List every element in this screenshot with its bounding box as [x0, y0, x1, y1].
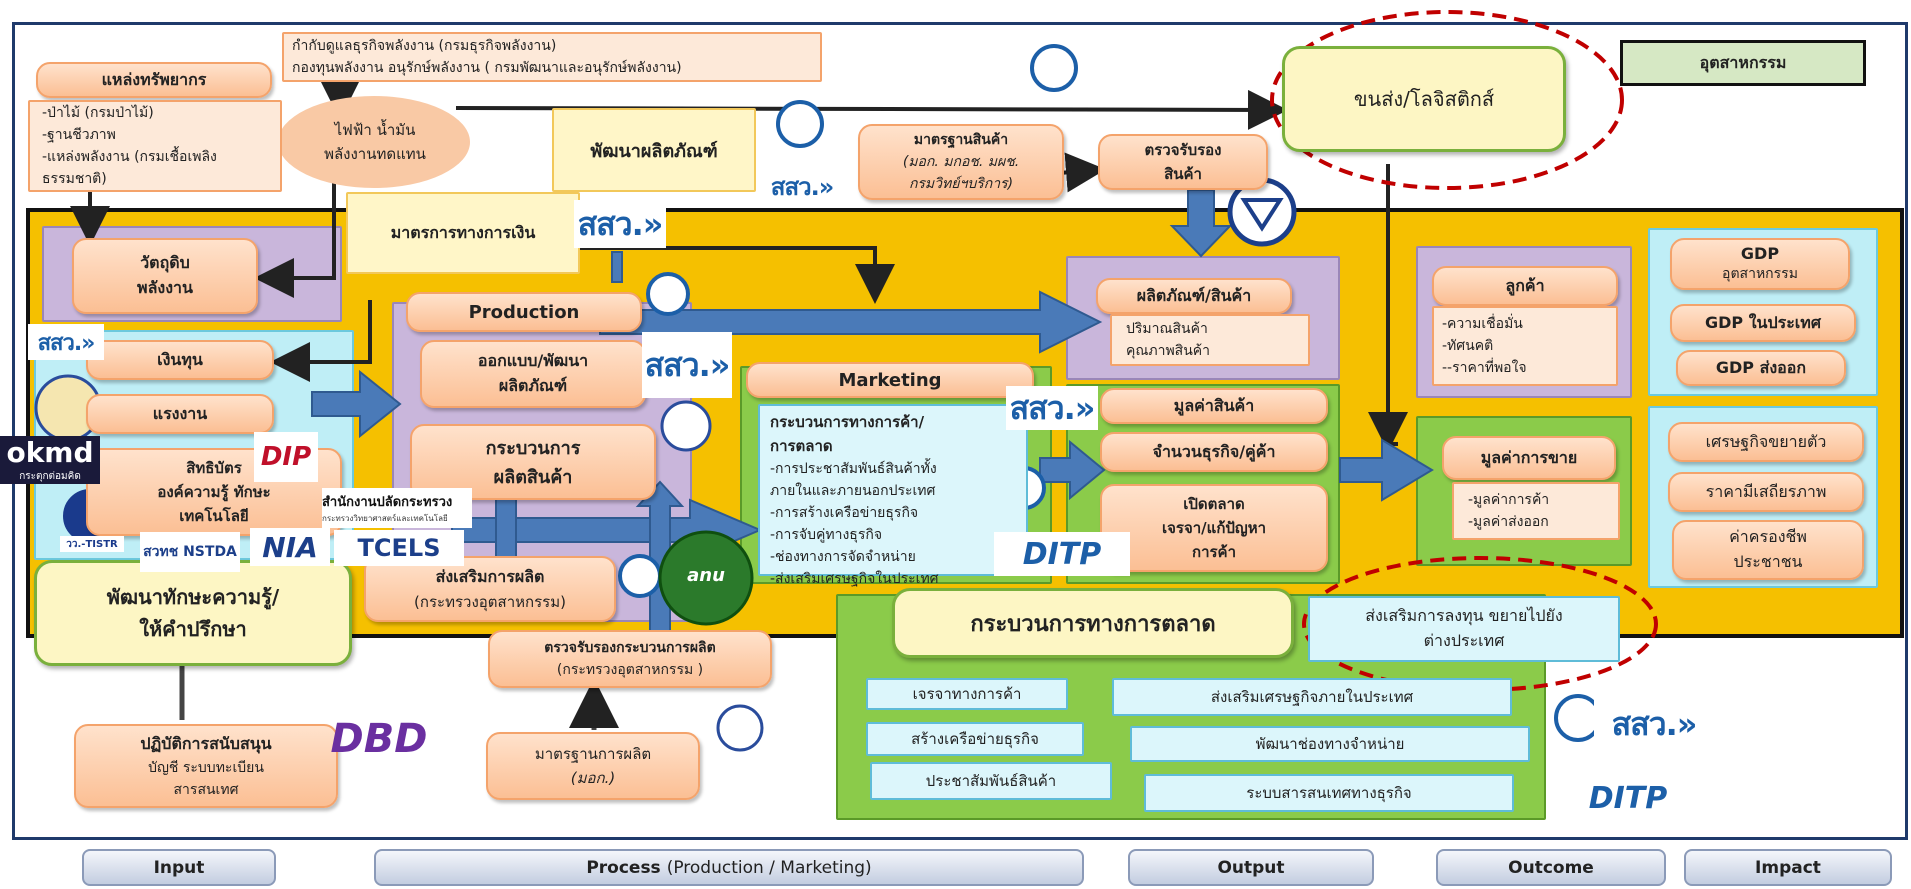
product-standards: มาตรฐานสินค้า (มอก. มกอช. มผช. กรมวิทย์ฯ…	[858, 124, 1064, 200]
ministry-emblem-2	[776, 100, 824, 148]
ditp-logo: DITP	[1588, 780, 1668, 816]
input-button[interactable]: Input	[82, 849, 276, 886]
product-dev: พัฒนาผลิตภัณฑ์	[552, 108, 756, 192]
mkt-info: ระบบสารสนเทศทางธุรกิจ	[1144, 774, 1514, 812]
marketing-details: กระบวนการทางการค้า/ การตลาด -การประชาสัม…	[758, 404, 1028, 587]
stsv-logo: สสว.»	[28, 324, 104, 360]
labor: แรงงาน	[86, 394, 274, 434]
energy-agency: กำกับดูแลธุรกิจพลังงาน (กรมธุรกิจพลังงาน…	[282, 32, 822, 82]
stsv-logo: สสว.»	[1006, 386, 1098, 430]
customer-details: -ความเชื่อมั่น -ทัศนคติ --ราคาที่พอใจ	[1432, 306, 1618, 386]
mkt-channel: พัฒนาช่องทางจำหน่าย	[1130, 726, 1530, 762]
cost-of-living: ค่าครองชีพ ประชาชน	[1672, 520, 1864, 580]
arrow-input-production	[311, 369, 402, 439]
connector-finance-marketing	[580, 246, 895, 304]
industry-label: อุตสาหกรรม	[1620, 40, 1866, 86]
mkt-pr: ประชาสัมพันธ์สินค้า	[870, 762, 1112, 800]
energy-ellipse	[278, 96, 470, 188]
nstda-logo: สวทช NSTDA	[140, 532, 240, 572]
business-count: จำนวนธุรกิจ/คู่ค้า	[1100, 432, 1328, 472]
industry-seal-2	[716, 704, 764, 752]
ministry-emblem-1	[1030, 44, 1078, 92]
connector-energy-raw	[254, 180, 336, 298]
economy-growth: เศรษฐกิจขยายตัว	[1668, 422, 1864, 462]
anu-logo-circle	[658, 530, 754, 626]
ministry-emblem-3	[646, 272, 690, 316]
marketing-process-title: กระบวนการทางการตลาด	[892, 588, 1294, 658]
okmd-logo: okmd กระตุกต่อมคิด	[0, 436, 100, 484]
arrow-up-prodcert	[635, 480, 685, 641]
production-process: กระบวนการ ผลิตสินค้า	[410, 424, 656, 500]
design-develop: ออกแบบ/พัฒนา ผลิตภัณฑ์	[420, 340, 646, 408]
gdp-industry: GDP อุตสาหกรรม	[1670, 238, 1850, 290]
tistr-logo: วว.-TISTR	[60, 536, 124, 552]
marketing-title: Marketing	[746, 362, 1034, 398]
dip-logo: DIP	[254, 432, 318, 482]
price-stability: ราคามีเสถียรภาพ	[1668, 472, 1864, 512]
raw-material: วัตถุดิบ พลังงาน	[72, 238, 258, 314]
output-button[interactable]: Output	[1128, 849, 1374, 886]
mkt-network: สร้างเครือข่ายธุรกิจ	[866, 722, 1084, 756]
ministry-emblem-5	[618, 554, 662, 598]
arrow-output-outcome	[1339, 438, 1434, 502]
impact-button[interactable]: Impact	[1684, 849, 1892, 886]
stsv-logo: สสว.»	[764, 166, 840, 206]
skills-consulting: พัฒนาทักษะความรู้/ ให้คำปรึกษา	[34, 560, 352, 666]
mkt-negotiate: เจรจาทางการค้า	[866, 678, 1068, 710]
mkt-domestic: ส่งเสริมเศรษฐกิจภายในประเทศ	[1112, 678, 1512, 716]
products-details: ปริมาณสินค้า คุณภาพสินค้า	[1110, 314, 1310, 366]
customer-title: ลูกค้า	[1432, 266, 1618, 306]
stsv-logo: สสว.»	[642, 332, 732, 398]
production-title: Production	[406, 292, 642, 332]
sales-title: มูลค่าการขาย	[1442, 436, 1616, 480]
logistics-dashed-ellipse	[1270, 10, 1624, 190]
capital: เงินทุน	[86, 340, 274, 380]
arrow-certify-products	[1169, 189, 1233, 258]
connector-finance-capital	[270, 300, 372, 382]
invest-abroad: ส่งเสริมการลงทุน ขยายไปยัง ต่างประเทศ	[1308, 596, 1620, 662]
industry-seal-1	[660, 400, 712, 452]
open-market: เปิดตลาด เจรจา/แก้ปัญหา การค้า	[1100, 484, 1328, 572]
financial-measures: มาตรการทางการเงิน	[346, 192, 580, 274]
resources-list: -ป่าไม้ (กรมป่าไม้) -ฐานชีวภาพ -แหล่งพลั…	[28, 100, 282, 192]
arrow-marketing-output	[1039, 439, 1106, 501]
tcels-logo: TCELS	[334, 530, 464, 566]
arrow-finance-stem	[611, 251, 623, 283]
anu-logo: anu	[687, 564, 725, 586]
ops-most-logo: สำนักงานปลัดกระทรวง กระทรวงวิทยาศาสตร์แล…	[322, 488, 472, 528]
ditp-logo: DITP	[994, 532, 1130, 576]
stsv-logo: สสว.»	[1594, 700, 1714, 748]
products-title: ผลิตภัณฑ์/สินค้า	[1096, 278, 1292, 314]
energy-text: ไฟฟ้า น้ำมัน พลังงานทดแทน	[324, 121, 426, 163]
gdp-export: GDP ส่งออก	[1676, 350, 1846, 386]
gdp-domestic: GDP ในประเทศ	[1670, 304, 1856, 342]
production-certify: ตรวจรับรองกระบวนการผลิต (กระทรวงอุตสาหกร…	[488, 630, 772, 688]
stsv-logo: สสว.»	[574, 200, 666, 248]
process-button[interactable]: Process (Production / Marketing)	[374, 849, 1084, 886]
product-value: มูลค่าสินค้า	[1100, 388, 1328, 424]
sales-details: -มูลค่าการค้า -มูลค่าส่งออก	[1452, 482, 1620, 540]
resources-title: แหล่งทรัพยากร	[36, 62, 272, 98]
nia-logo: NIA	[250, 528, 330, 566]
product-certify: ตรวจรับรอง สินค้า	[1098, 134, 1268, 190]
production-standard: มาตรฐานการผลิต (มอก.)	[486, 732, 700, 800]
dbd-logo: DBD	[330, 716, 428, 762]
logistics-box: ขนส่ง/โลจิสติกส์	[1282, 46, 1566, 152]
promote-production: ส่งเสริมการผลิต (กระทรวงอุตสาหกรรม)	[364, 556, 616, 622]
outcome-button[interactable]: Outcome	[1436, 849, 1666, 886]
support-operations: ปฏิบัติการสนับสนุน บัญชี ระบบทะเบียน สาร…	[74, 724, 338, 808]
